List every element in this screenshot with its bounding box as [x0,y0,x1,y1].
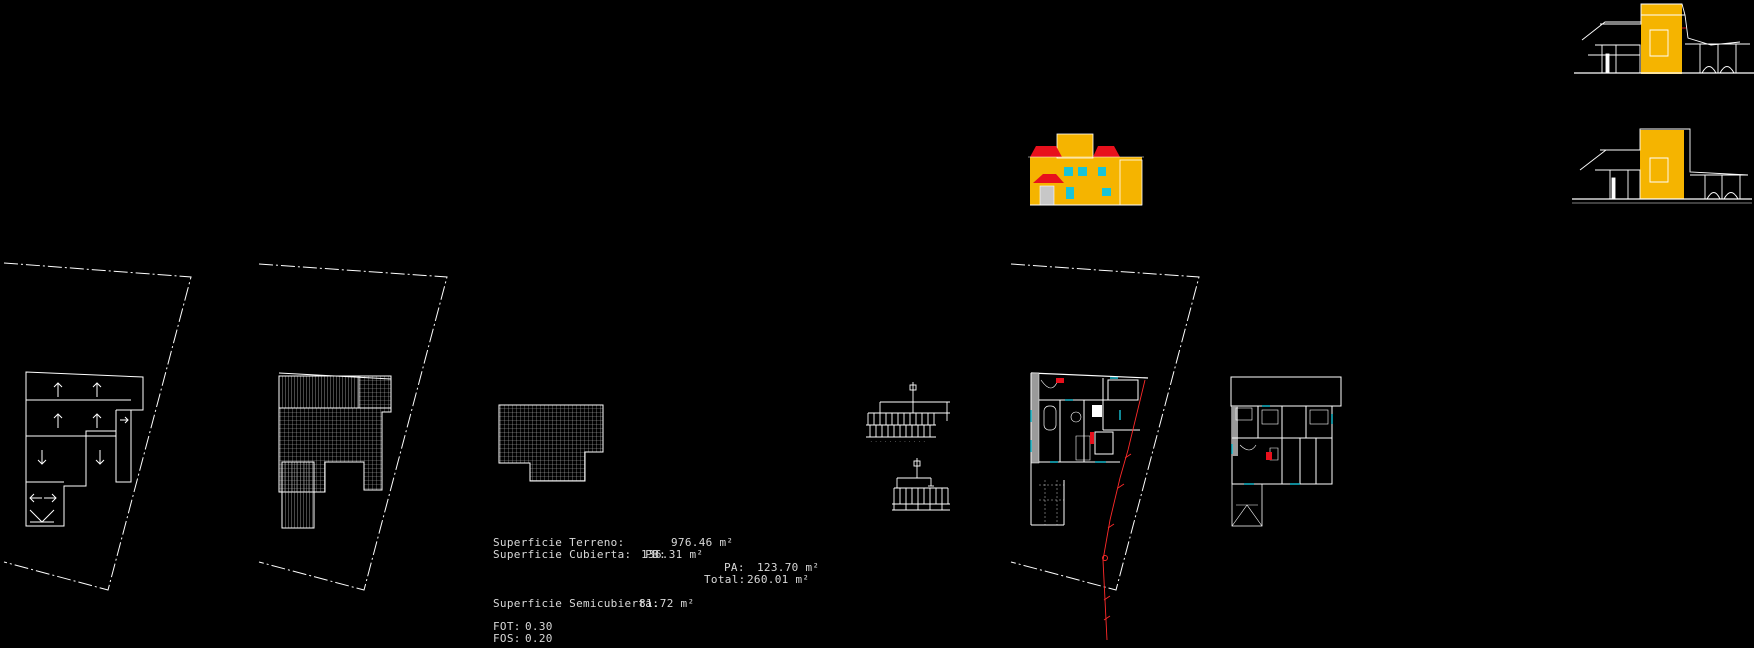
roof-plan-arrows [3,262,192,591]
ground-floor-plan [1010,263,1200,591]
total-value: 260.01 m² [747,573,810,586]
section-elevation-2 [1572,128,1752,204]
plot-boundary-1 [3,262,192,591]
upper-floor-plan [1230,376,1342,527]
terreno-label: Superficie Terreno: [493,536,625,549]
electrical-schematic-2 [892,458,950,511]
pa-value: 123.70 m² [757,561,820,574]
fos-label: FOS: [493,632,521,645]
semicubierta-value: 81.72 m² [639,597,695,610]
roof-plan-hatched [258,263,448,591]
red-dimension-line [1102,379,1146,641]
svg-text:· · · · · · · · · · · ·: · · · · · · · · · · · · [870,439,925,444]
plot-boundary-3 [1010,263,1200,591]
footprint-hatched [498,404,604,482]
cubierta-label: Superficie Cubierta: PB: [493,548,667,561]
semicubierta-label: Superficie Semicubierta: [493,597,660,610]
section-elevation-1 [1574,3,1754,74]
pa-label: PA: [724,561,745,574]
fot-label: FOT: [493,620,521,633]
total-label: Total: [704,573,746,586]
front-elevation [1028,133,1144,206]
roof-outline-1 [25,371,144,527]
electrical-schematic-1: · · · · · · · · · · · · [866,382,950,444]
fos-value: 0.20 [525,632,553,645]
cubierta-pb-value: 136.31 m² [641,548,704,561]
plot-boundary-2 [258,263,448,591]
slope-arrows [29,382,129,503]
fot-value: 0.30 [525,620,553,633]
terreno-value: 976.46 m² [671,536,734,549]
